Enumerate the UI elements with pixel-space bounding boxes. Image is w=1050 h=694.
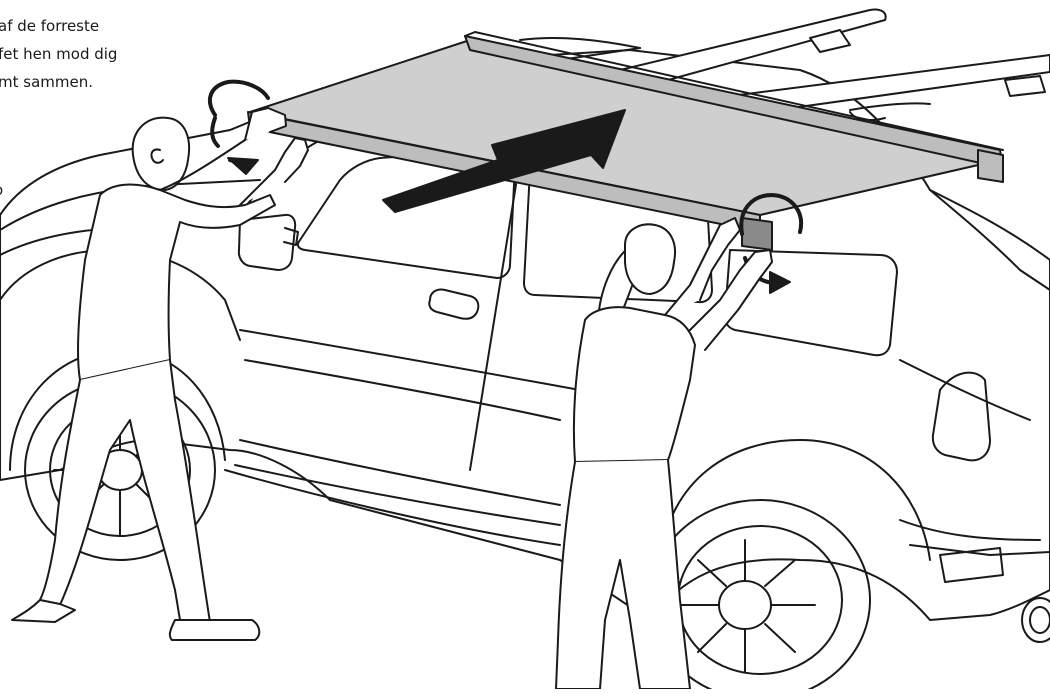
instruction-line-4: o [0, 176, 3, 204]
man-figure [11, 107, 309, 641]
woman-figure [555, 217, 773, 690]
rotate-arrow-left-icon [207, 79, 270, 175]
instruction-line-1: af de forreste [0, 17, 100, 35]
instruction-line-3: mt sammen. [0, 73, 93, 91]
push-direction-arrow-icon [382, 109, 626, 213]
instruction-line-2: fet hen mod dig [0, 45, 118, 63]
